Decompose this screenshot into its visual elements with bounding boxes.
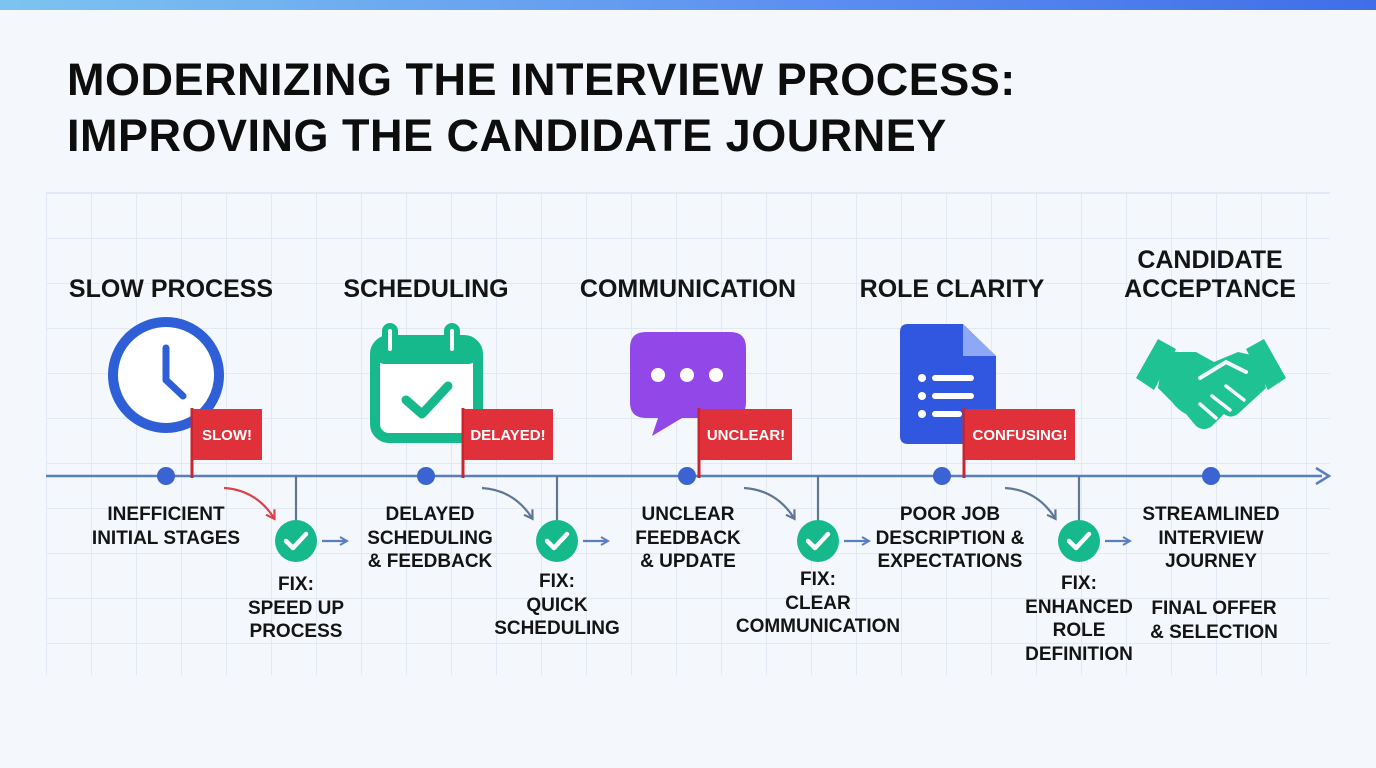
top-accent-bar — [0, 0, 1376, 10]
fix-4-check-icon — [1066, 531, 1092, 551]
stage-3-node — [678, 467, 696, 485]
stage-4-flag: CONFUSING! — [962, 408, 1075, 478]
stage-1-node — [157, 467, 175, 485]
stage-2-problem: DELAYED SCHEDULING & FEEDBACK — [367, 504, 493, 572]
page-title: MODERNIZING THE INTERVIEW PROCESS: IMPRO… — [67, 52, 1307, 164]
stage-2-flag-label: DELAYED! — [470, 427, 545, 444]
stage-3-problem: UNCLEAR FEEDBACK & UPDATE — [635, 504, 741, 572]
stage-4-title: ROLE CLARITY — [859, 275, 1045, 303]
stage-1-flag: SLOW! — [190, 408, 262, 478]
stage-3-fix: FIX: CLEAR COMMUNICATION — [735, 569, 901, 637]
stage-5-node — [1202, 467, 1220, 485]
stage-3-flag-label: UNCLEAR! — [707, 427, 785, 444]
fix-2-check-icon — [544, 531, 570, 551]
fix-2-arrow — [481, 486, 534, 521]
stage-1-fix: FIX: SPEED UP PROCESS — [247, 574, 345, 642]
stage-1-problem: INEFFICIENT INITIAL STAGES — [91, 504, 241, 549]
title-line-2: IMPROVING THE CANDIDATE JOURNEY — [67, 110, 947, 161]
stage-4-problem: POOR JOB DESCRIPTION & EXPECTATIONS — [875, 504, 1025, 572]
fix-3-check-icon — [805, 531, 831, 551]
fix-1-check-badge — [275, 520, 317, 562]
stage-1-flag-label: SLOW! — [202, 427, 252, 444]
calendar-check-icon — [370, 323, 483, 443]
fix-3-arrow — [743, 486, 796, 521]
stage-2-node — [417, 467, 435, 485]
stage-3-title: COMMUNICATION — [579, 275, 797, 303]
fix-1-check-icon — [283, 531, 309, 551]
timeline-arrowhead — [1315, 466, 1332, 486]
clock-icon — [108, 317, 224, 433]
stage-4-icon-group: CONFUSING! — [900, 324, 1075, 478]
stage-2-fix: FIX: QUICK SCHEDULING — [494, 571, 620, 639]
fix-3-check-badge — [797, 520, 839, 562]
fix-4-arrow — [1004, 486, 1057, 521]
fix-4-check-badge — [1058, 520, 1100, 562]
stage-1-icon-group: SLOW! — [108, 317, 262, 478]
stage-4-node — [933, 467, 951, 485]
stage-1-title: SLOW PROCESS — [68, 275, 274, 303]
stage-3-flag: UNCLEAR! — [697, 408, 792, 478]
stage-5-problem: STREAMLINED INTERVIEW JOURNEY — [1142, 504, 1280, 572]
stage-3-icon-group: UNCLEAR! — [630, 332, 792, 478]
stage-2-flag: DELAYED! — [461, 408, 553, 478]
title-line-1: MODERNIZING THE INTERVIEW PROCESS: — [67, 54, 1016, 105]
stage-4-fix: FIX: ENHANCED ROLE DEFINITION — [1025, 573, 1133, 665]
stage-5-title: CANDIDATE ACCEPTANCE — [1124, 246, 1296, 303]
stage-2-title: SCHEDULING — [343, 275, 509, 303]
stage-5-outcome: FINAL OFFER & SELECTION — [1150, 598, 1278, 643]
handshake-icon — [1136, 339, 1286, 429]
stage-2-icon-group: DELAYED! — [370, 323, 553, 478]
fix-1-arrow — [223, 486, 276, 521]
stage-4-flag-label: CONFUSING! — [973, 427, 1068, 444]
fix-2-check-badge — [536, 520, 578, 562]
